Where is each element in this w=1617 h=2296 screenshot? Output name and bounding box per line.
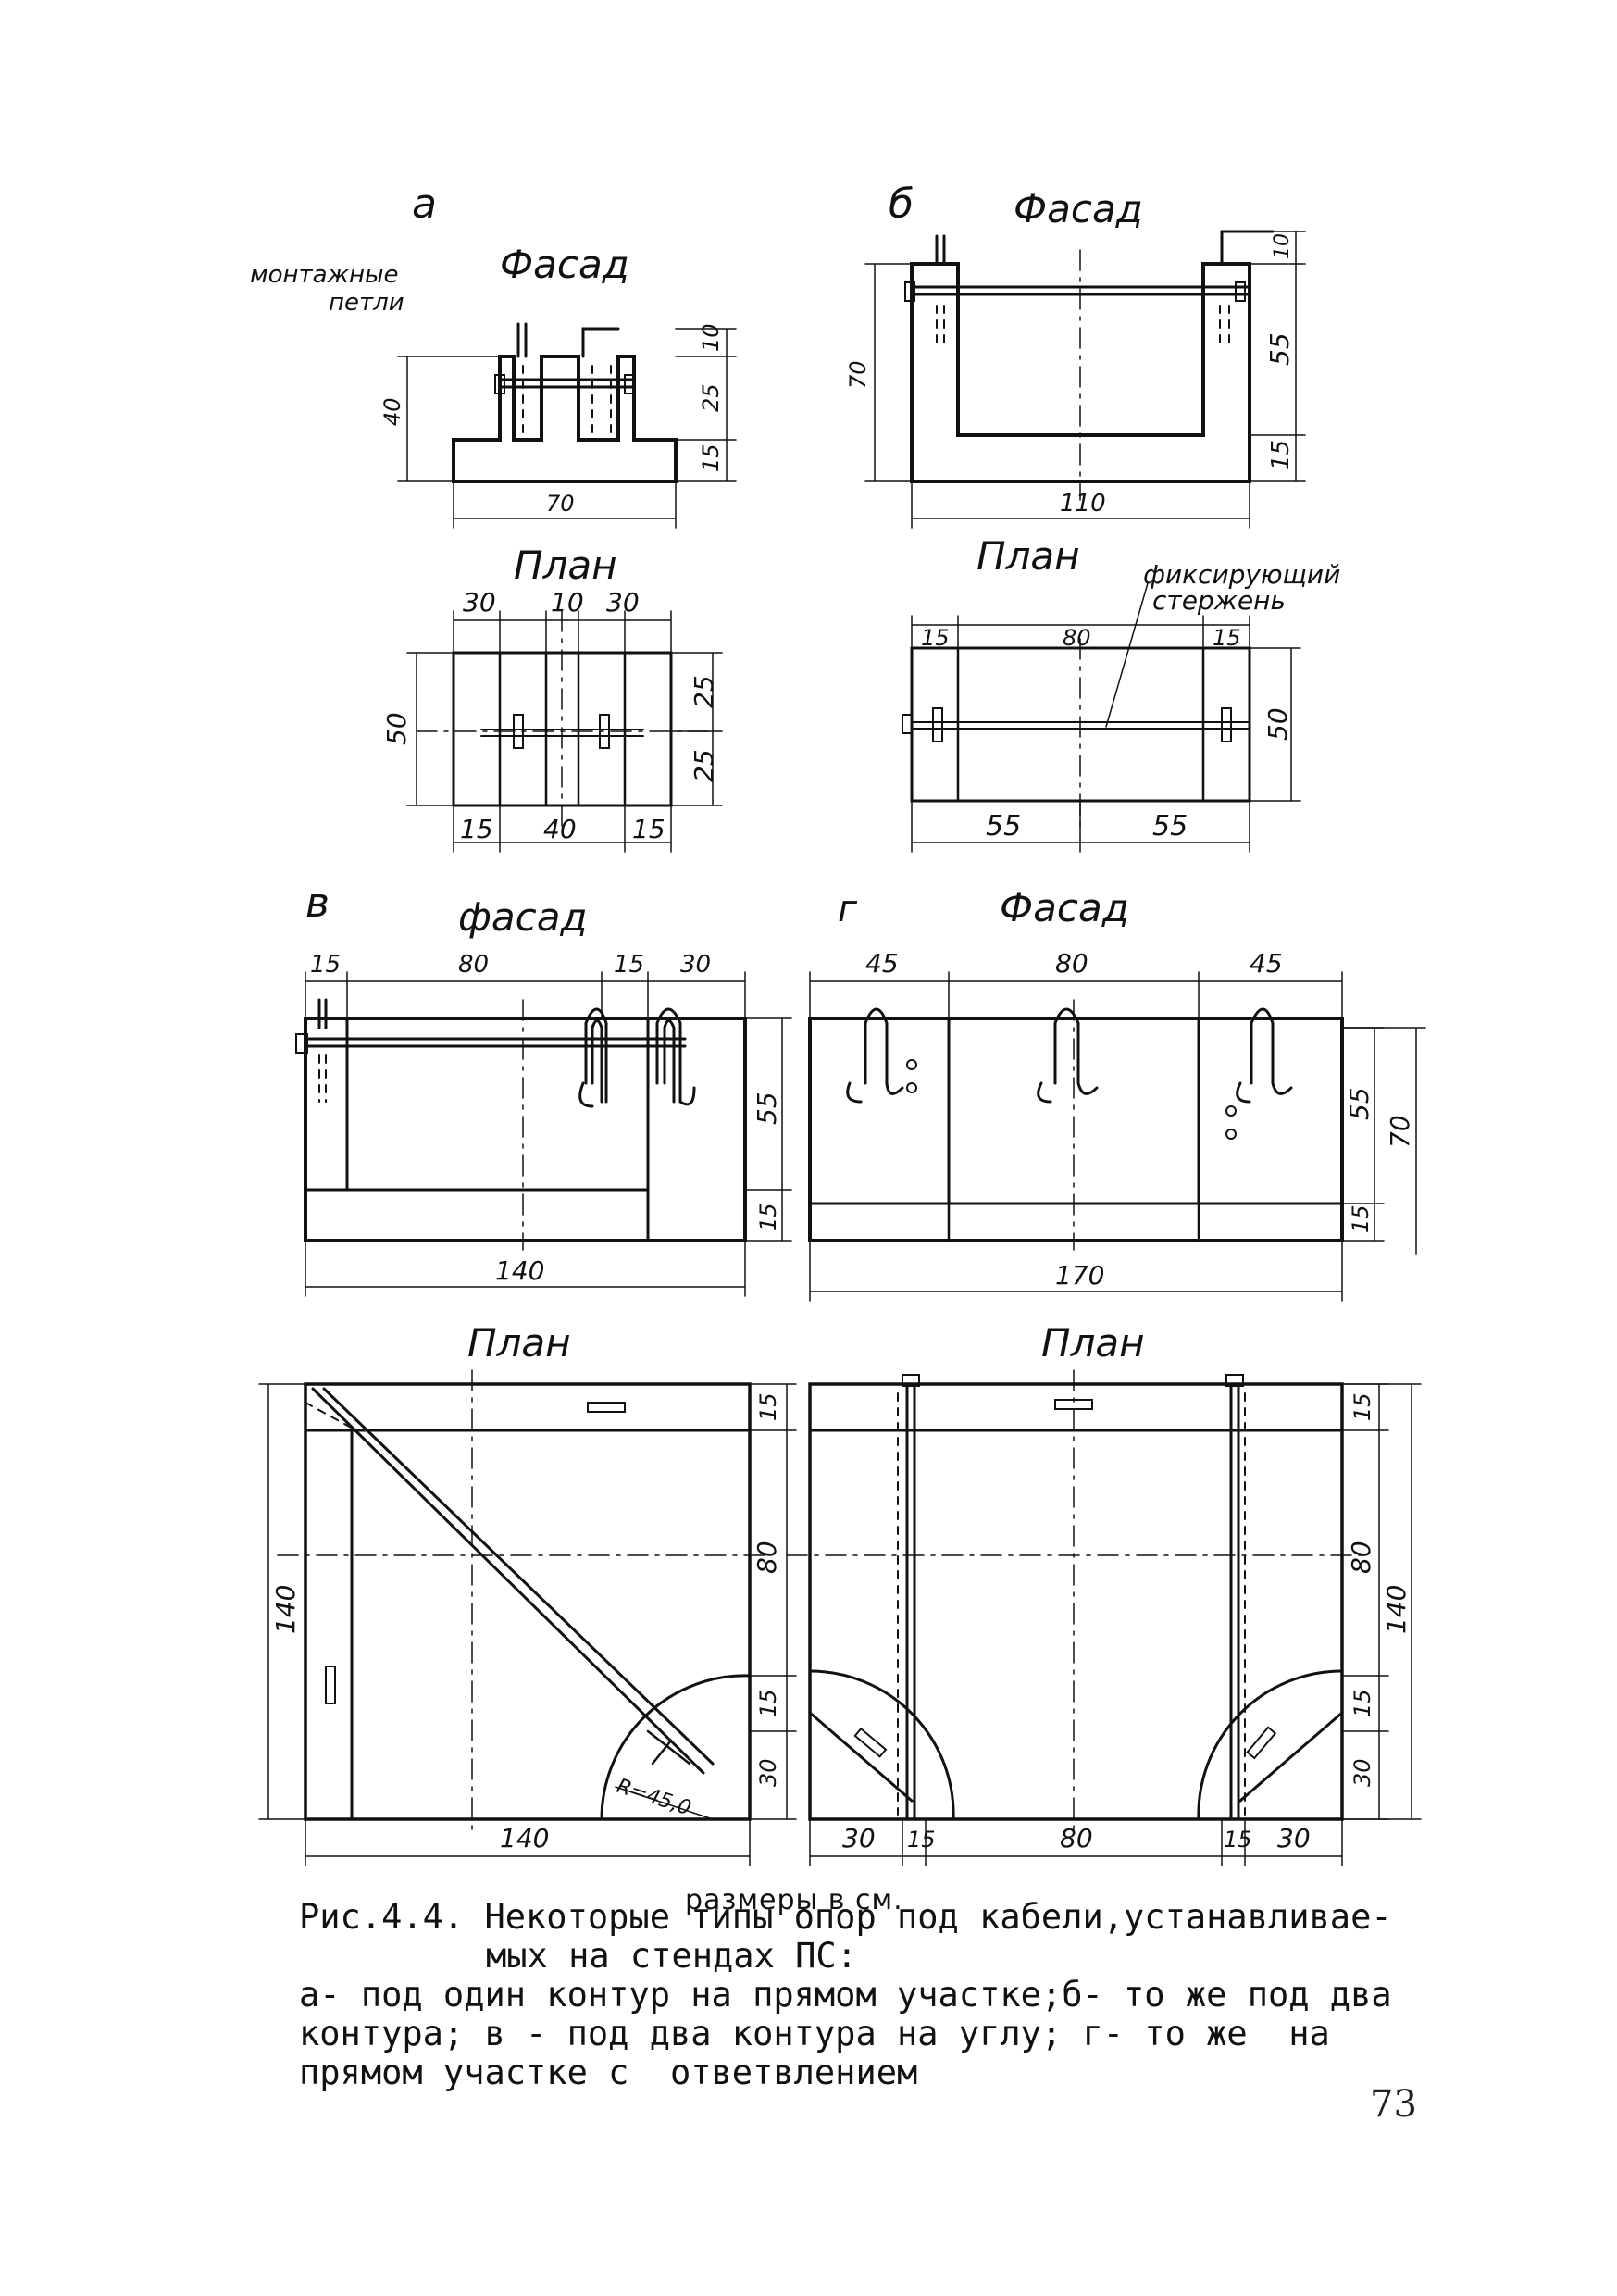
panel-b-plan xyxy=(902,582,1301,853)
dim-g-top-1: 45 xyxy=(865,948,899,979)
panel-b-letter: б xyxy=(889,181,914,228)
dim-g-width: 170 xyxy=(1055,1260,1104,1291)
dim-v-top-2: 80 xyxy=(458,951,489,979)
panel-g-plan xyxy=(786,1369,1422,1866)
panel-b-rod-label-1: фиксирующий xyxy=(1143,559,1340,590)
dim-g-plan-bottom-3: 80 xyxy=(1060,1823,1093,1853)
dim-v-top-3: 15 xyxy=(614,951,644,979)
dim-a-plan-right-top: 25 xyxy=(689,675,719,708)
units-note: размеры в см. xyxy=(685,1884,903,1916)
dim-a-plan-top-left: 30 xyxy=(463,587,496,618)
panel-a-plan xyxy=(406,610,723,853)
panel-a-plan-title: План xyxy=(514,543,617,588)
dim-b-plan-top-left: 15 xyxy=(921,625,950,651)
panel-a-facade xyxy=(397,322,737,529)
panel-g-facade-title: Фасад xyxy=(1000,885,1129,930)
figure-caption-line-4: контура; в - под два контура на углу; г-… xyxy=(299,2014,1330,2053)
dim-v-plan-bottom: 140 xyxy=(500,1823,549,1853)
dim-g-right-1: 55 xyxy=(1344,1087,1374,1120)
dim-a-plan-height: 50 xyxy=(381,712,412,745)
dim-g-plan-right-2: 80 xyxy=(1346,1541,1376,1574)
dim-a-plan-bottom-left: 15 xyxy=(460,814,493,844)
panel-v-letter: в xyxy=(305,880,330,927)
dim-g-plan-right-total: 140 xyxy=(1381,1585,1412,1634)
dim-v-top-4: 30 xyxy=(680,951,711,979)
dim-a-plan-top-mid: 10 xyxy=(551,587,584,618)
dim-g-right-3: 15 xyxy=(1348,1204,1374,1233)
dim-a-height: 40 xyxy=(379,397,405,426)
panel-a-loops-label-1: монтажные xyxy=(250,261,399,289)
dim-v-plan-radius: R=45,0 xyxy=(614,1775,693,1820)
dim-b-width: 110 xyxy=(1060,490,1106,518)
figure-caption-line-1: Рис.4.4. Некоторые типы опор под кабели,… xyxy=(299,1897,1392,1937)
dim-b-plan-height: 50 xyxy=(1263,707,1293,741)
dim-a-base: 15 xyxy=(698,443,724,472)
dim-b-plan-top-right: 15 xyxy=(1213,625,1241,651)
dim-g-plan-bottom-4: 15 xyxy=(1224,1827,1252,1853)
dim-v-top-1: 15 xyxy=(310,951,341,979)
dim-b-height: 70 xyxy=(845,360,871,389)
panel-g-plan-title: План xyxy=(1041,1320,1145,1366)
panel-v-facade-title: фасад xyxy=(458,894,588,940)
figure-caption-line-2: мых на стендах ПС: xyxy=(486,1936,857,1976)
dim-a-width: 70 xyxy=(546,491,575,517)
dim-b-plan-top-mid: 80 xyxy=(1063,625,1091,651)
dim-v-right-top: 55 xyxy=(752,1092,782,1125)
dim-g-plan-right-1: 15 xyxy=(1350,1392,1375,1421)
panel-v-plan-title: План xyxy=(467,1320,571,1366)
panel-v-plan xyxy=(258,1369,797,1866)
dim-b-mid: 55 xyxy=(1264,332,1295,366)
panel-g-facade xyxy=(808,971,1426,1302)
dim-v-plan-right-4: 30 xyxy=(755,1758,781,1787)
panel-b-facade xyxy=(864,230,1306,529)
dim-v-plan-right-2: 80 xyxy=(752,1541,782,1574)
dim-a-mid: 25 xyxy=(698,383,724,412)
dim-v-plan-left: 140 xyxy=(270,1585,301,1634)
dim-a-plan-top-right: 30 xyxy=(606,587,640,618)
panel-g-letter: г xyxy=(838,888,858,930)
dim-v-width: 140 xyxy=(495,1255,544,1286)
dim-g-plan-bottom-2: 15 xyxy=(907,1827,936,1853)
dim-b-plan-bottom-left: 55 xyxy=(986,810,1021,842)
dim-a-plan-bottom-right: 15 xyxy=(632,814,665,844)
dim-v-plan-right-1: 15 xyxy=(755,1392,781,1421)
page-number: 73 xyxy=(1370,2083,1417,2126)
dim-v-plan-right-3: 15 xyxy=(755,1689,781,1717)
dim-v-right-bottom: 15 xyxy=(755,1203,781,1231)
panel-a-letter: а xyxy=(412,181,437,228)
dim-a-plan-right-bottom: 25 xyxy=(689,749,719,782)
panel-v-facade xyxy=(295,971,792,1297)
panel-a-facade-title: Фасад xyxy=(500,242,629,287)
dim-g-plan-right-3: 15 xyxy=(1350,1689,1375,1717)
dim-g-plan-right-4: 30 xyxy=(1350,1758,1375,1787)
figure-caption-line-5: прямом участке с ответвлением xyxy=(299,2053,918,2092)
panel-b-rod-label-2: стержень xyxy=(1152,585,1286,616)
dim-b-plan-bottom-right: 55 xyxy=(1152,810,1188,842)
dim-b-base: 15 xyxy=(1267,440,1295,470)
dim-g-plan-bottom-5: 30 xyxy=(1277,1823,1311,1853)
figure-caption-line-3: а- под один контур на прямом участке;б- … xyxy=(299,1975,1392,2015)
panel-b-facade-title: Фасад xyxy=(1014,186,1143,231)
dim-b-top: 10 xyxy=(1271,233,1294,259)
dim-g-plan-bottom-1: 30 xyxy=(842,1823,876,1853)
dim-g-top-3: 45 xyxy=(1250,948,1283,979)
panel-a-loops-label-2: петли xyxy=(329,289,404,317)
panel-b-plan-title: План xyxy=(976,533,1080,579)
dim-g-right-2: 70 xyxy=(1385,1115,1415,1148)
dim-g-top-2: 80 xyxy=(1055,948,1088,979)
dim-a-top: 10 xyxy=(698,323,724,352)
dim-a-plan-bottom-mid: 40 xyxy=(543,814,577,844)
